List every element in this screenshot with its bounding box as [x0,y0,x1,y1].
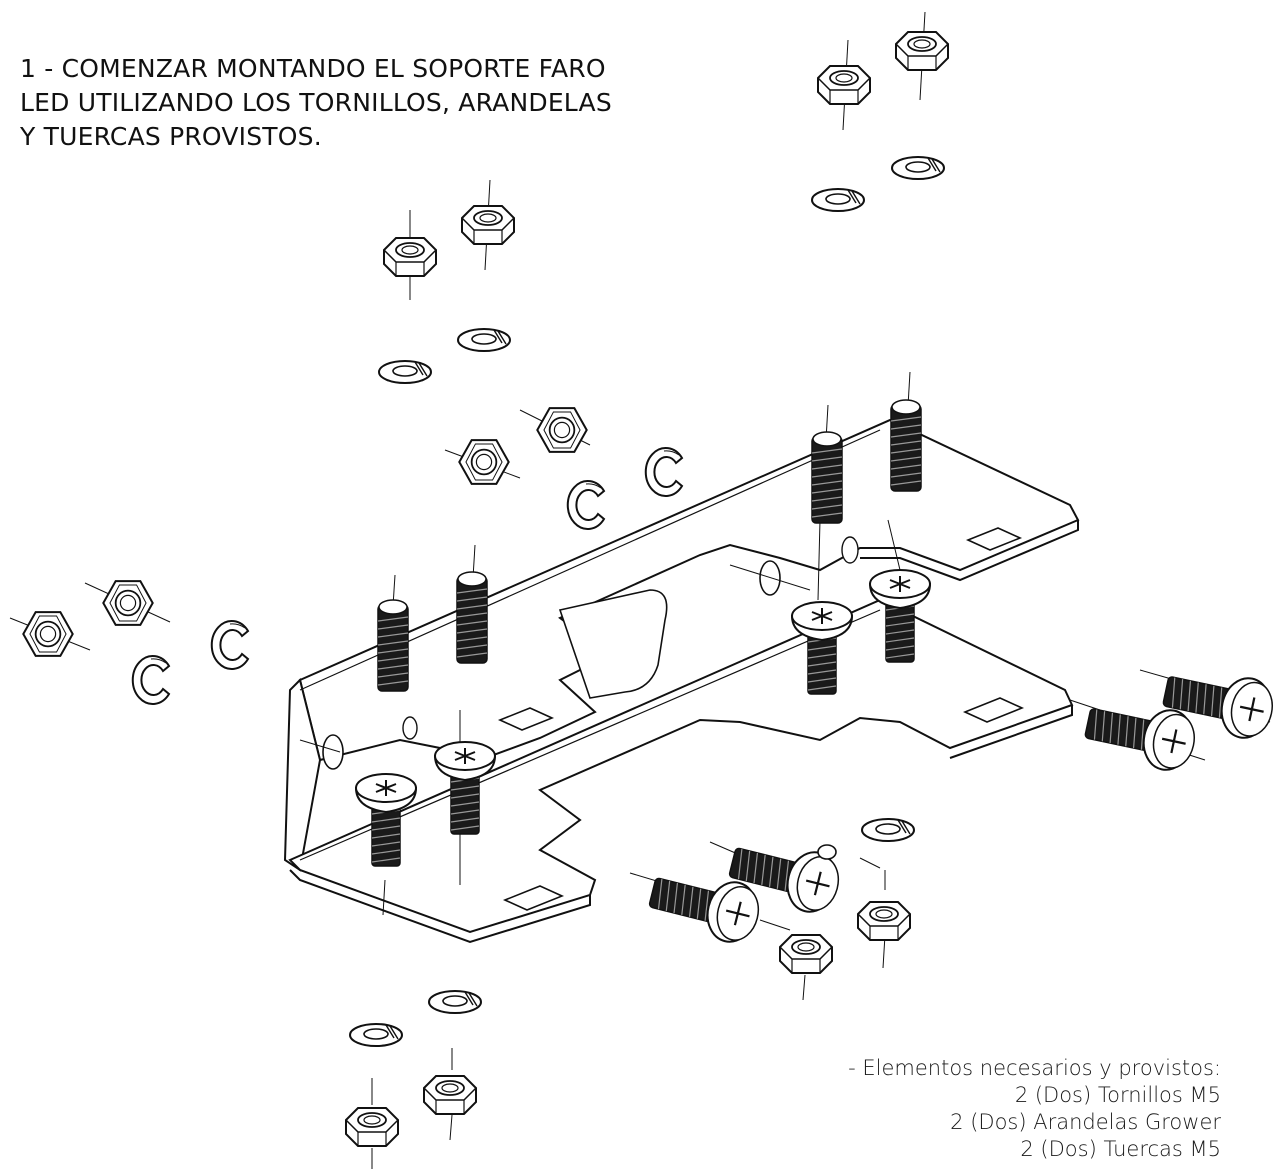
hex-nut-face [458,439,510,485]
hex-nut [345,1107,399,1147]
small-washer [818,845,836,859]
c-washer [210,620,249,670]
lock-washer [891,156,945,180]
instruction-line: Y TUERCAS PROVISTOS. [20,122,322,151]
hex-nut [895,31,949,71]
axis-lines [10,12,1270,1169]
hex-nut-face [22,611,74,657]
threaded-stud [811,431,843,524]
hex-nut-face [536,407,588,453]
parts-list: - Elementos necesarios y provistos: 2 (D… [761,1055,1221,1163]
c-washer [131,655,170,705]
parts-list-item: 2 (Dos) Tuercas M5 [1020,1137,1221,1161]
hex-nut [461,205,515,245]
hex-nut [423,1075,477,1115]
assembly-instruction: 1 - COMENZAR MONTANDO EL SOPORTE FARO LE… [20,52,680,154]
lock-washer [428,990,482,1014]
parts-list-header: - Elementos necesarios y provistos: [848,1056,1221,1080]
hex-nut [779,934,833,974]
parts-list-item: 2 (Dos) Arandelas Grower [950,1110,1221,1134]
hex-nut [383,237,437,277]
threaded-stud [890,399,922,492]
c-washer [644,447,683,497]
threaded-stud [377,599,409,692]
threaded-stud [456,571,488,664]
instruction-line: 1 - COMENZAR MONTANDO EL SOPORTE FARO [20,54,606,83]
lock-washer [861,818,915,842]
hex-nut [817,65,871,105]
hex-nut [857,901,911,941]
lock-washer [378,360,432,384]
hex-nut-face [102,580,154,626]
led-bracket [285,420,1078,942]
parts-list-item: 2 (Dos) Tornillos M5 [1014,1083,1221,1107]
lock-washer [457,328,511,352]
instruction-line: LED UTILIZANDO LOS TORNILLOS, ARANDELAS [20,88,612,117]
lock-washer [349,1023,403,1047]
c-washer [566,480,605,530]
lock-washer [811,188,865,212]
